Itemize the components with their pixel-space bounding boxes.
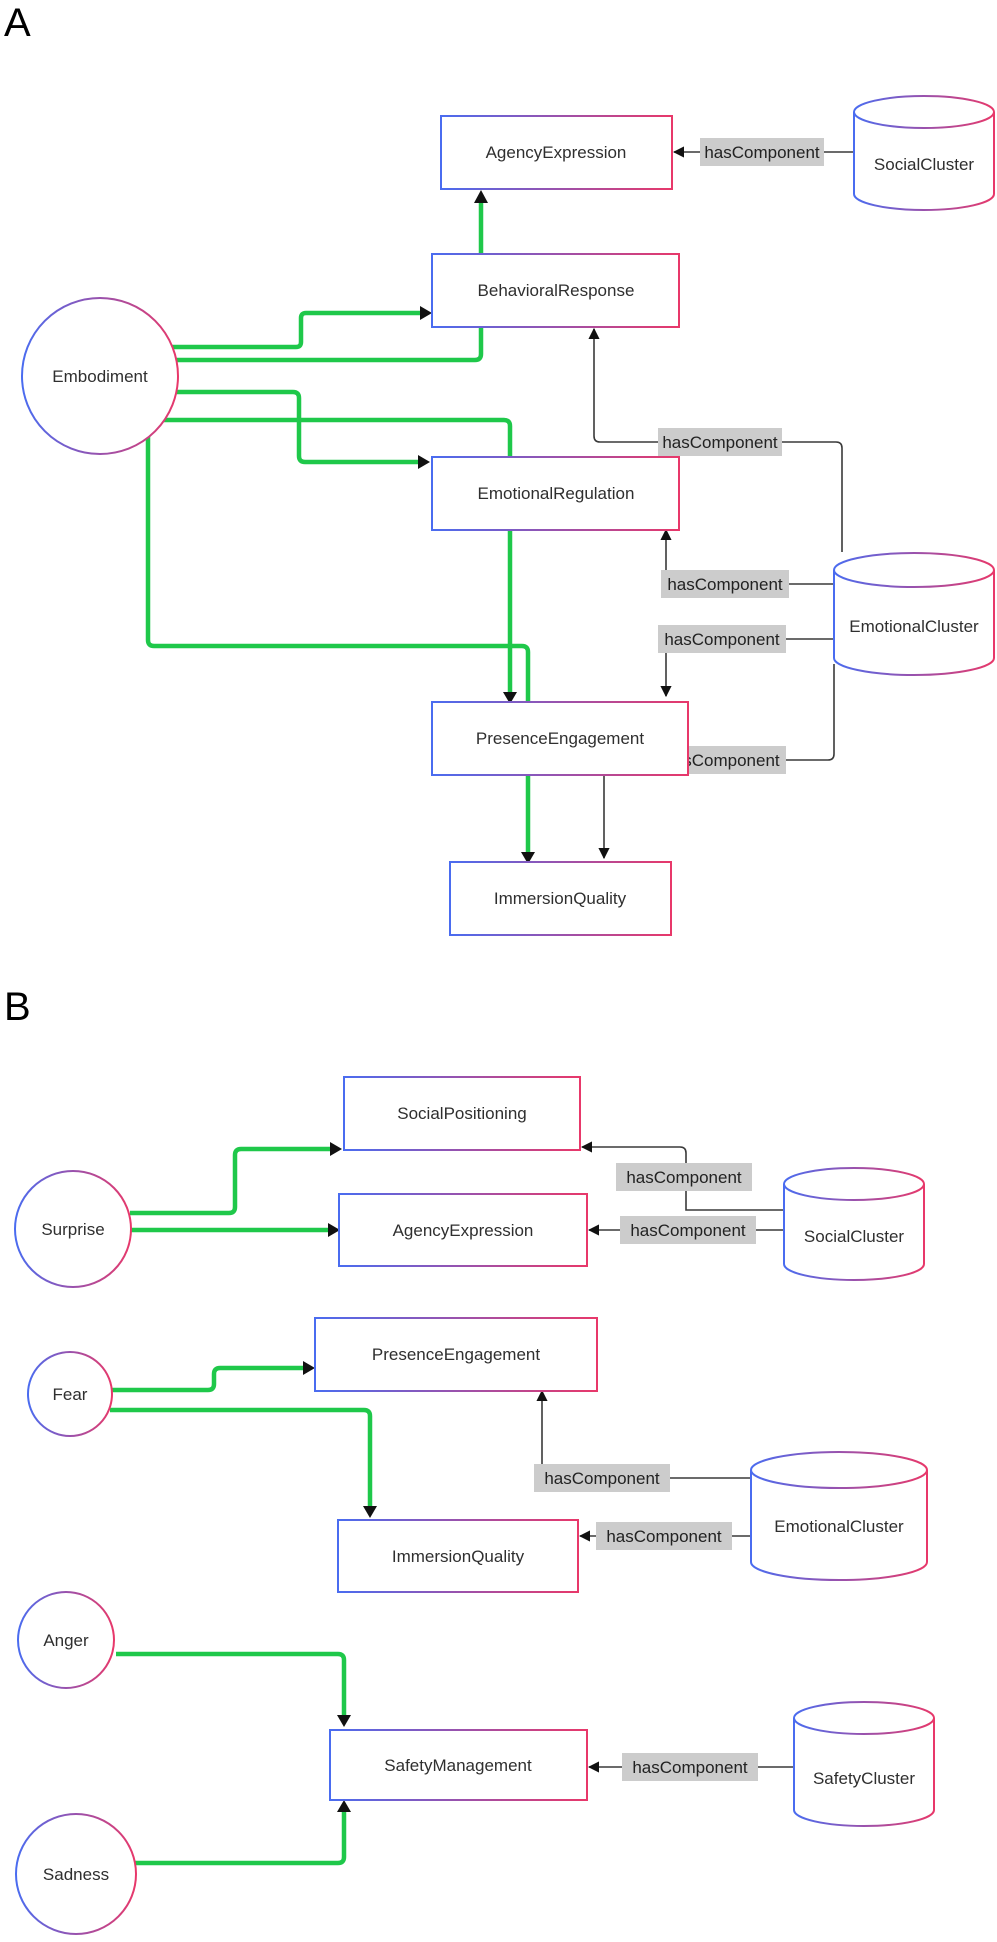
flow-anger-to-safety-management [116,1651,347,1717]
flow-fear-to-immersion-quality [110,1407,373,1508]
flow-arrow-social-positioning [330,1142,342,1156]
node-social-cluster-b[interactable]: SocialCluster [783,1167,925,1281]
edge-label-emotional-presence-b: hasComponent [534,1464,670,1492]
svg-text:SocialPositioning: SocialPositioning [397,1104,526,1123]
svg-text:SafetyManagement: SafetyManagement [384,1756,532,1775]
svg-text:hasComponent: hasComponent [662,433,778,452]
svg-text:BehavioralResponse: BehavioralResponse [478,281,635,300]
flow-embodiment-to-emotional-regulation [163,389,418,465]
flow-arrow-safety-management-top [337,1715,351,1727]
flow-arrow-behavioral-response [420,306,432,320]
node-presence-engagement[interactable]: PresenceEngagement [431,701,689,776]
edge-label-emotional-regulation: hasComponent [661,570,789,598]
svg-text:hasComponent: hasComponent [664,630,780,649]
node-sadness[interactable]: Sadness [15,1813,137,1935]
node-presence-engagement-b[interactable]: PresenceEngagement [314,1317,598,1392]
flow-arrow-agency-expression-b [328,1223,340,1237]
svg-text:ImmersionQuality: ImmersionQuality [494,889,627,908]
node-behavioral-response[interactable]: BehavioralResponse [431,253,680,328]
svg-text:hasComponent: hasComponent [626,1168,742,1187]
svg-text:EmotionalCluster: EmotionalCluster [849,617,979,636]
svg-text:hasComponent: hasComponent [632,1758,748,1777]
svg-text:Sadness: Sadness [43,1865,109,1884]
flow-embodiment-to-behavioral-response [163,310,420,350]
svg-text:SocialCluster: SocialCluster [874,155,974,174]
node-immersion-quality[interactable]: ImmersionQuality [449,861,672,936]
svg-text:hasComponent: hasComponent [704,143,820,162]
node-fear[interactable]: Fear [27,1351,113,1437]
edge-label-social-agency-b: hasComponent [620,1216,756,1244]
panel-a-nodes: AgencyExpression SocialCluster Behaviora… [21,95,995,936]
svg-text:hasComponent: hasComponent [664,751,780,770]
svg-text:ImmersionQuality: ImmersionQuality [392,1547,525,1566]
edge-label-emotional-behavioral: hasComponent [658,428,782,456]
svg-text:Embodiment: Embodiment [52,367,148,386]
svg-text:hasComponent: hasComponent [667,575,783,594]
flow-arrow-presence-engagement-b [303,1361,315,1375]
edge-label-emotional-presence: hasComponent [658,625,786,653]
flow-arrow-presence-engagement [503,692,517,704]
svg-text:AgencyExpression: AgencyExpression [486,143,627,162]
svg-text:hasComponent: hasComponent [630,1221,746,1240]
svg-text:hasComponent: hasComponent [544,1469,660,1488]
flow-surprise-to-social-positioning [130,1146,330,1216]
panel-b-flows [110,1142,377,1866]
flow-embodiment-to-immersion-quality [145,432,531,855]
svg-text:Surprise: Surprise [41,1220,104,1239]
panel-label-b: B [4,985,31,1029]
node-agency-expression-b[interactable]: AgencyExpression [338,1193,588,1267]
svg-text:SafetyCluster: SafetyCluster [813,1769,915,1788]
panel-b-edge-labels: hasComponent hasComponent hasComponent h… [534,1163,758,1781]
node-safety-management[interactable]: SafetyManagement [329,1729,588,1801]
node-emotional-regulation[interactable]: EmotionalRegulation [431,456,680,531]
flow-embodiment-to-presence-engagement [160,417,513,694]
link-social-cluster-to-social-positioning [580,1141,784,1211]
svg-text:PresenceEngagement: PresenceEngagement [372,1345,541,1364]
panel-a-edge-labels: hasComponent hasComponent hasComponent h… [658,138,824,774]
flow-arrow-immersion-quality [521,852,535,864]
flow-fear-to-presence-engagement [110,1365,303,1393]
panel-b-nodes: SocialPositioning Surprise AgencyExpress… [14,1076,935,1935]
svg-text:Fear: Fear [53,1385,88,1404]
flow-arrow-safety-management-bottom [337,1800,351,1812]
svg-text:AgencyExpression: AgencyExpression [393,1221,534,1240]
edge-label-emotional-immersion-b: hasComponent [596,1522,732,1550]
node-embodiment[interactable]: Embodiment [21,297,179,455]
svg-text:EmotionalCluster: EmotionalCluster [774,1517,904,1536]
node-social-cluster[interactable]: SocialCluster [853,95,995,211]
svg-text:Anger: Anger [43,1631,89,1650]
node-safety-cluster[interactable]: SafetyCluster [793,1701,935,1827]
panel-a-flows [145,190,535,864]
node-immersion-quality-b[interactable]: ImmersionQuality [337,1519,579,1593]
panel-label-a: A [4,1,31,45]
flow-embodiment-to-agency-expression [163,202,484,363]
edge-label-safety: hasComponent [622,1753,758,1781]
node-emotional-cluster[interactable]: EmotionalCluster [833,552,995,676]
node-surprise[interactable]: Surprise [14,1170,132,1288]
node-anger[interactable]: Anger [17,1591,115,1689]
flow-arrow-immersion-quality-b [363,1506,377,1518]
flow-sadness-to-safety-management [134,1810,347,1866]
edge-label-social-positioning: hasComponent [616,1163,752,1191]
node-agency-expression[interactable]: AgencyExpression [440,115,673,190]
svg-text:PresenceEngagement: PresenceEngagement [476,729,645,748]
node-social-positioning[interactable]: SocialPositioning [343,1076,581,1151]
flow-arrow-agency-expression [474,190,488,203]
svg-text:SocialCluster: SocialCluster [804,1227,904,1246]
svg-text:EmotionalRegulation: EmotionalRegulation [478,484,635,503]
flow-arrow-emotional-regulation [418,455,430,469]
edge-label-social-agency: hasComponent [700,138,824,166]
svg-text:hasComponent: hasComponent [606,1527,722,1546]
node-emotional-cluster-b[interactable]: EmotionalCluster [750,1451,928,1581]
